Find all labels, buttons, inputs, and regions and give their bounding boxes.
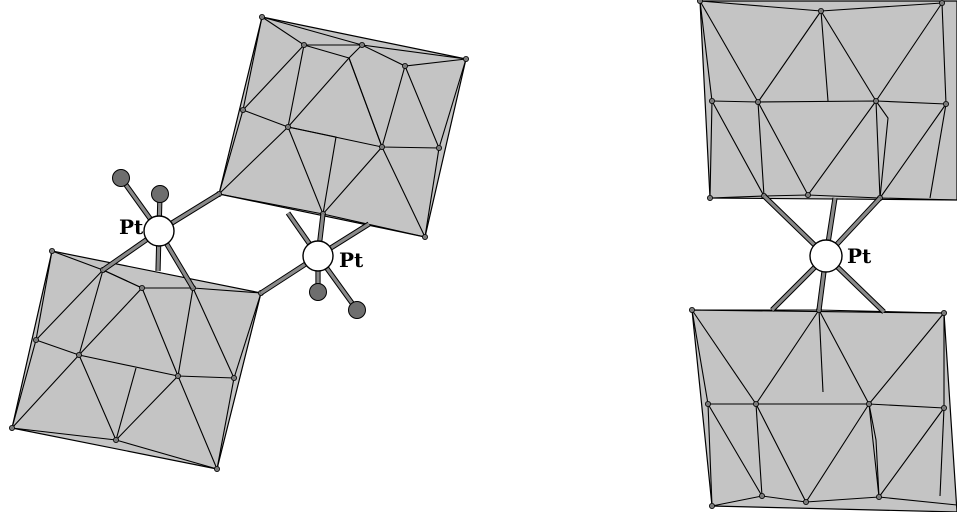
pt-label-right: Pt bbox=[847, 244, 872, 268]
right-panel: Pt bbox=[689, 0, 957, 512]
ligand-atom bbox=[348, 301, 366, 319]
lower-polyhedral-cluster bbox=[8, 247, 264, 472]
pt-atom-left-1 bbox=[143, 215, 175, 247]
ligand-atom bbox=[309, 283, 327, 301]
pt-label-left-1: Pt bbox=[119, 215, 144, 239]
lower-cluster-vertices bbox=[8, 247, 264, 472]
pt-atom-left-2 bbox=[302, 240, 334, 272]
left-ligand-atoms bbox=[112, 169, 366, 319]
right-lower-polyhedral-cluster bbox=[689, 306, 957, 512]
right-upper-polyhedral-cluster bbox=[697, 0, 957, 201]
pt-label-left-2: Pt bbox=[339, 248, 364, 272]
ligand-atom bbox=[112, 169, 130, 187]
upper-polyhedral-cluster bbox=[215, 13, 469, 240]
right-upper-vertices bbox=[697, 0, 950, 201]
ligand-atom bbox=[151, 185, 169, 203]
right-lower-vertices bbox=[689, 306, 948, 509]
left-panel: Pt Pt bbox=[8, 13, 469, 472]
upper-cluster-vertices bbox=[215, 13, 469, 240]
pt-atom-right bbox=[809, 239, 843, 273]
